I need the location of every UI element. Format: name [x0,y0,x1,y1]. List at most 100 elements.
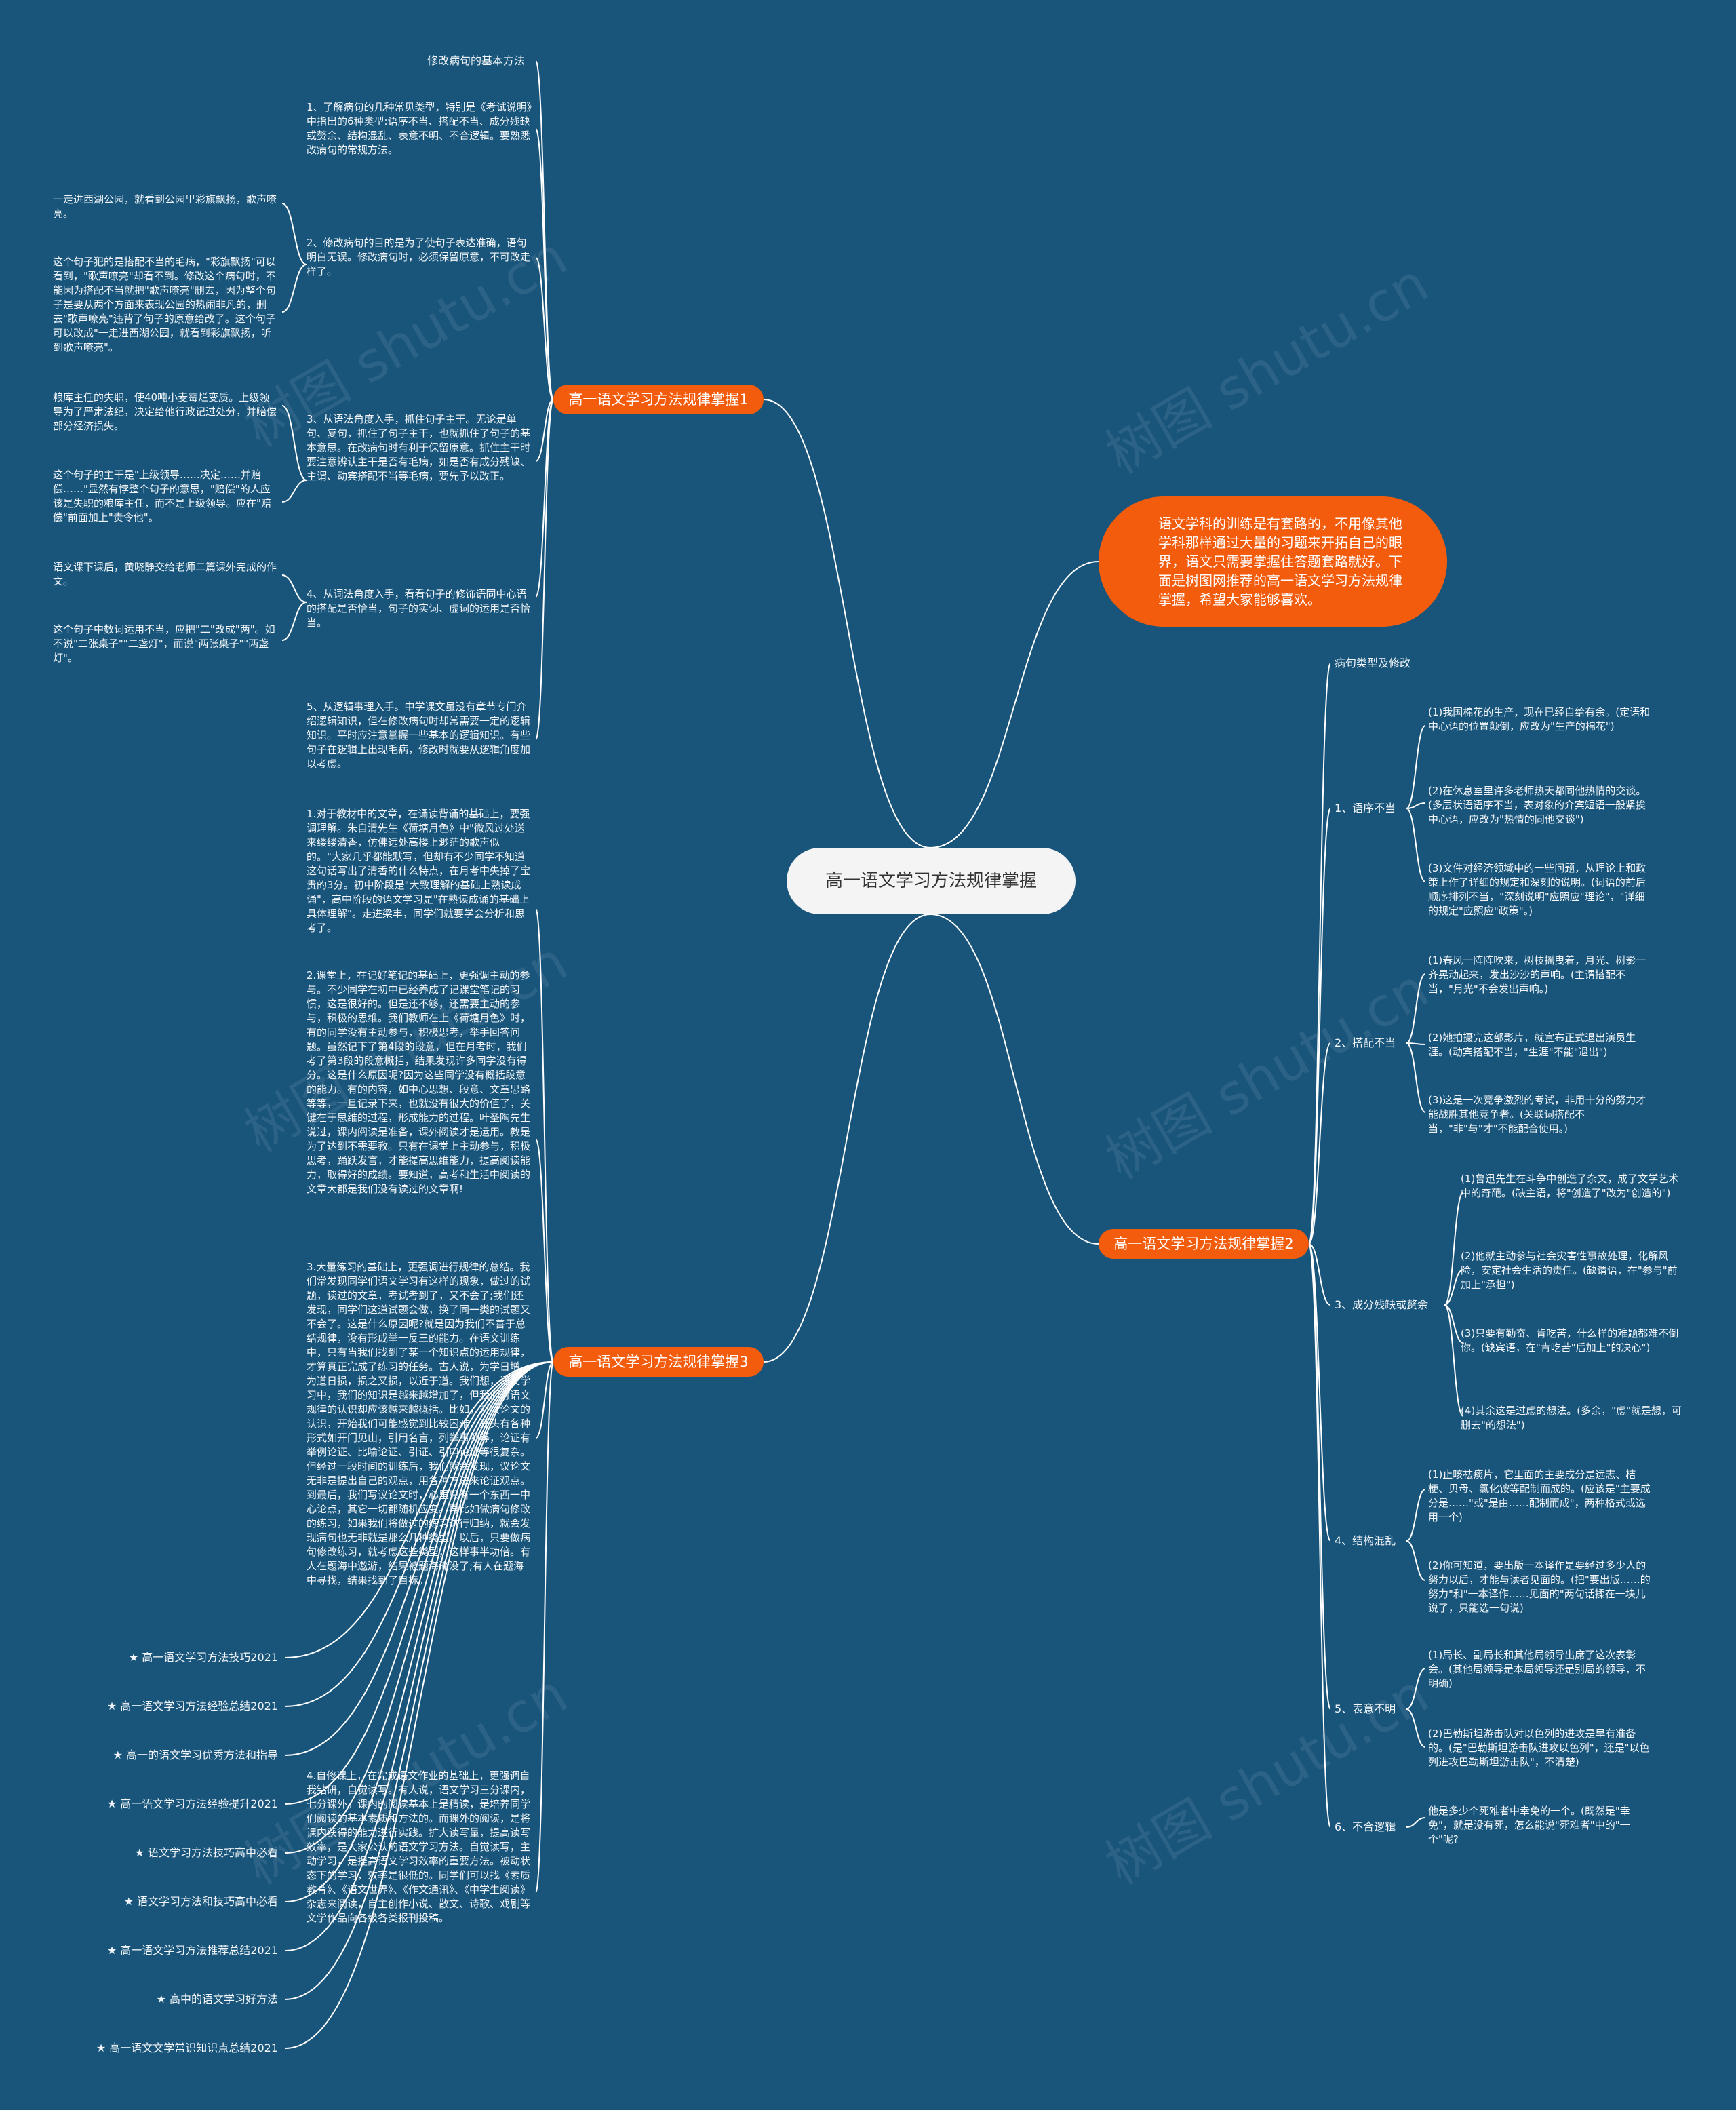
error-type-label: 6、不合逻辑 [1335,1820,1396,1833]
branch-2-node[interactable]: 高一语文学习方法规律掌握2 [1099,1229,1309,1259]
branch-1-item: 5、从逻辑事理入手。中学课文虽没有章节专门介绍逻辑知识，但在修改病句时却常需要一… [307,701,531,770]
branch-3-node[interactable]: 高一语文学习方法规律掌握3 [553,1347,764,1377]
error-example: (1)鲁迅先生在斗争中创造了杂文，成了文学艺术中的奇葩。(缺主语，将"创造了"改… [1461,1173,1679,1199]
connector-error-example [1406,808,1426,882]
connector-branch3-link [284,1361,554,1854]
branch-3-item: 1.对于教材中的文章，在诵读背诵的基础上，要强调理解。朱自清先生《荷塘月色》中"… [307,808,531,934]
connector-branch3-link [284,1361,554,1902]
connector-branch1-item [535,399,554,598]
connector-example [281,574,307,603]
connector-branch1-item [535,257,554,400]
connector-branch3-item [535,908,554,1363]
related-link[interactable]: ★ 高一语文学习方法推荐总结2021 [106,1944,278,1957]
connector-error-example [1444,1304,1464,1344]
error-type-label: 3、成分残缺或赘余 [1335,1298,1429,1311]
related-link[interactable]: ★ 高一语文学习方法经验提升2021 [106,1797,278,1810]
connector-branch2-type [1308,1243,1331,1306]
branch-1-example: 这个句子中数词运用不当，应把"二"改成"两"。如不说"二张桌子""二盏灯"，而说… [53,623,275,664]
branch-1-example: 语文课下课后，黄晓静交给老师二篇课外完成的作文。 [53,561,277,587]
connector-branch1-item [535,399,554,462]
branch-1-item: 4、从词法角度入手，看看句子的修饰语同中心语的搭配是否恰当，句子的实词、虚词的运… [307,588,531,629]
error-example: (1)我国棉花的生产，现在已经自给有余。(定语和中心语的位置颠倒，应改为"生产的… [1428,706,1651,732]
connector-branch3-link [284,1361,554,2000]
connector-example [281,405,307,481]
error-example: (2)他就主动参与社会灾害性事故处理，化解风险，安定社会生活的责任。(缺谓语，在… [1461,1250,1678,1291]
connector-example [281,264,307,313]
error-example: 他是多少个死难者中幸免的一个。(既然是"幸免"，就是没有死，怎么能说"死难者"中… [1428,1805,1630,1845]
branch-1-item: 1、了解病句的几种常见类型，特别是《考试说明》中指出的6种类型:语序不当、搭配不… [307,101,532,156]
branch-1-item: 2、修改病句的目的是为了使句子表达准确，语句明白无误。修改病句时，必须保留原意，… [307,237,531,277]
connector-error-example [1444,1269,1464,1306]
error-example: (2)她拍摄完这部影片，就宣布正式退出演员生涯。(动宾搭配不当，"生涯"不能"退… [1428,1032,1636,1058]
connector-error-example [1406,1042,1426,1045]
connector-branch3-link [284,1361,554,1756]
connector-branch3-link [284,1361,554,1658]
error-example: (3)这是一次竞争激烈的考试，非用十分的努力才能战胜其他竞争者。(关联词搭配不当… [1428,1094,1646,1135]
connector-error-example [1444,1304,1464,1417]
error-example: (3)文件对经济领域中的一些问题，从理论上和政策上作了详细的规定和深刻的说明。(… [1428,862,1646,917]
connector-branch2-type [1308,1243,1331,1828]
branch-1-example: 这个句子的主干是"上级领导……决定……并赔偿……"显然有悖整个句子的意思，"赔偿… [53,469,271,524]
branch-2-heading: 病句类型及修改 [1335,657,1411,669]
error-example: (2)巴勒斯坦游击队对以色列的进攻是早有准备的。(是"巴勒斯坦游击队进攻以色列"… [1428,1727,1650,1768]
branch-1-example: 一走进西湖公园，就看到公园里彩旗飘扬，歌声嘹亮。 [53,193,277,220]
connector-error-example [1406,1668,1426,1710]
connector-example [281,480,307,503]
connector-branch2-type [1308,1042,1331,1245]
branch-1-node[interactable]: 高一语文学习方法规律掌握1 [553,385,764,414]
connector-branch3-link [284,1361,554,2049]
branch-3-item: 4.自修课上，在完成语文作业的基础上，更强调自我钻研，自觉读写。有人说，语文学习… [307,1770,531,1924]
connector-error-example [1406,1489,1426,1542]
error-type-label: 2、搭配不当 [1335,1036,1396,1049]
connector-error-example [1406,802,1426,809]
error-example: (1)春风一阵阵吹来，树枝摇曳着，月光、树影一齐晃动起来，发出沙沙的声响。(主谓… [1428,954,1646,995]
connector-branch1-item [535,399,554,740]
connector-center-intro [930,561,1099,848]
connector-center-branch2 [930,914,1099,1245]
branch-3-item: 2.课堂上，在记好笔记的基础上，更强调主动的参与。不少同学在初中已经养成了记课堂… [307,969,531,1195]
branch-3-item: 3.大量练习的基础上，更强调进行规律的总结。我们常发现同学们语文学习有这样的现象… [307,1261,531,1586]
central-topic[interactable]: 高一语文学习方法规律掌握 [787,848,1076,914]
related-link[interactable]: ★ 高中的语文学习好方法 [156,1993,278,2006]
connector-example [281,602,307,641]
connector-error-example [1406,1708,1426,1748]
connector-branch3-link [284,1361,554,1951]
connector-error-example [1406,725,1426,809]
related-link[interactable]: ★ 高一语文学习方法技巧2021 [128,1651,278,1664]
error-example: (3)只要有勤奋、肯吃苦，什么样的难题都难不倒你。(缺宾语，在"肯吃苦"后加上"… [1461,1327,1679,1354]
connector-center-branch3 [763,914,931,1363]
connector-branch2-type [1308,1243,1331,1710]
error-example: (1)局长、副局长和其他局领导出席了这次表彰会。(其他局领导是本局领导还是别局的… [1428,1649,1646,1689]
intro-node[interactable]: 语文学科的训练是有套路的，不用像其他学科那样通过大量的习题来开拓自己的眼界，语文… [1099,496,1447,627]
related-link[interactable]: ★ 高一的语文学习优秀方法和指导 [113,1748,278,1761]
error-example: (4)其余这是过虑的想法。(多余，"虑"就是想，可删去"的想法") [1461,1405,1682,1431]
connector-branch3-link [284,1361,554,1707]
error-type-label: 5、表意不明 [1335,1702,1396,1715]
connector-branch3-item [535,1139,554,1363]
connector-example [281,203,307,265]
branch-1-heading: 修改病句的基本方法 [427,54,526,67]
connector-error-example [1406,1042,1426,1113]
related-link[interactable]: ★ 语文学习方法技巧高中必看 [134,1846,278,1859]
branch-1-example: 粮库主任的失职，使40吨小麦霉烂变质。上级领导为了严肃法纪，决定给他行政记过处分… [53,391,277,432]
connector-error-example [1406,1540,1426,1581]
error-example: (2)你可知道，要出版一本译作是要经过多少人的努力以后，才能与读者见面的。(把"… [1428,1559,1651,1614]
error-type-label: 4、结构混乱 [1335,1534,1396,1547]
connector-branch2-type [1308,808,1331,1245]
related-link[interactable]: ★ 高一语文文学常识知识点总结2021 [96,2041,278,2054]
connector-branch2-type [1308,663,1331,1245]
connector-error-example [1406,1817,1426,1828]
error-type-label: 1、语序不当 [1335,802,1396,815]
connector-error-example [1444,1192,1464,1306]
connector-branch2-type [1308,1243,1331,1542]
connector-branch3-item [535,1361,554,1439]
connector-branch3-link [284,1361,554,1805]
connector-branch1-item [535,128,554,400]
error-example: (1)止咳祛痰片，它里面的主要成分是远志、桔梗、贝母、氯化铵等配制而成的。(应该… [1428,1468,1651,1523]
related-link[interactable]: ★ 语文学习方法和技巧高中必看 [123,1895,278,1908]
connector-error-example [1406,973,1426,1044]
related-link[interactable]: ★ 高一语文学习方法经验总结2021 [106,1700,278,1713]
branch-1-item: 3、从语法角度入手，抓住句子主干。无论是单句、复句，抓住了句子主干，也就抓住了句… [307,413,531,482]
